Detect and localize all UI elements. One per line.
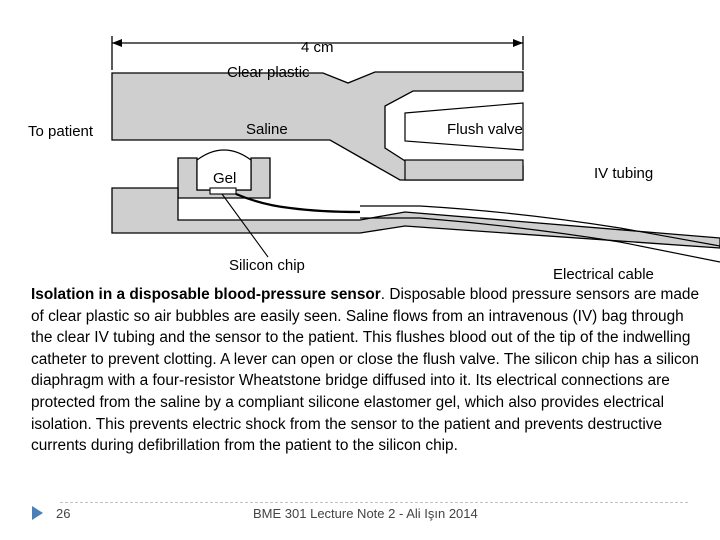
silicon-chip: [209, 187, 237, 195]
dimension-arrow-left: [112, 39, 122, 47]
label-iv-tubing: IV tubing: [594, 165, 654, 182]
flush-valve-channel: [404, 102, 524, 151]
slide-number: 26: [56, 506, 71, 521]
caption-title: Isolation in a disposable blood-pressure…: [31, 286, 381, 303]
caption-title-period: .: [380, 286, 386, 303]
label-clear-plastic: Clear plastic: [227, 64, 310, 81]
gel-region: [196, 149, 252, 191]
caption-body: Disposable blood pressure sensors are ma…: [31, 286, 700, 455]
sensor-diagram: [111, 36, 720, 263]
label-saline: Saline: [246, 121, 288, 138]
caption: Isolation in a disposable blood-pressure…: [31, 284, 701, 457]
dimension-label: 4 cm: [301, 39, 334, 56]
silicon-chip-leader: [221, 193, 269, 258]
footer-text: BME 301 Lecture Note 2 - Ali Işın 2014: [253, 506, 478, 521]
footer-divider: [60, 502, 688, 503]
upper-housing: [111, 71, 524, 181]
label-to-patient: To patient: [28, 123, 94, 140]
label-gel: Gel: [213, 170, 237, 187]
electrical-cable: [360, 205, 720, 247]
label-silicon-chip: Silicon chip: [229, 257, 305, 274]
label-flush-valve: Flush valve: [447, 121, 523, 138]
slide-marker-icon: [32, 506, 43, 520]
electrical-cable-lower: [360, 217, 720, 263]
dimension-arrow-right: [513, 39, 523, 47]
iv-tubing-block: [404, 159, 524, 181]
electrical-wire: [235, 192, 361, 214]
label-electrical-cable: Electrical cable: [553, 266, 654, 283]
